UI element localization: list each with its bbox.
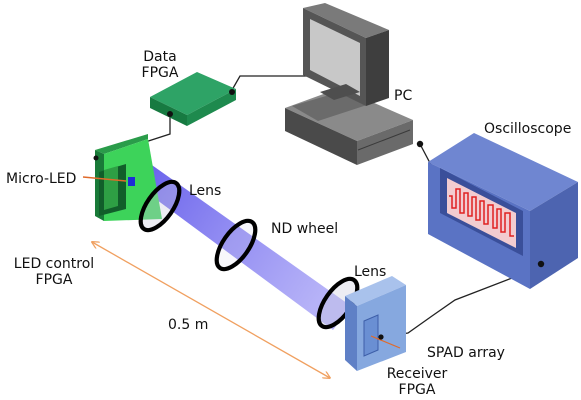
oscilloscope-signal-trace	[449, 188, 514, 237]
oscilloscope	[428, 133, 578, 289]
receiver-fpga-label-line-2: FPGA	[398, 382, 436, 398]
micro-led-label: Micro-LED	[6, 171, 77, 187]
lens-1-label: Lens	[189, 183, 222, 199]
data-fpga-label-line-2: FPGA	[141, 65, 179, 81]
data-fpga-board	[150, 72, 236, 126]
spad-array-chip	[363, 314, 379, 357]
receiver-fpga-label-line-1: Receiver	[386, 366, 448, 382]
led-control-fpga-label: LED control FPGA	[6, 256, 102, 288]
receiver-fpga-board	[345, 276, 406, 371]
pc-computer	[285, 3, 424, 165]
spad-array-label: SPAD array	[427, 345, 505, 361]
micro-led-chip	[128, 177, 135, 186]
data-fpga-label: Data FPGA	[128, 49, 192, 81]
data-fpga-label-line-1: Data	[143, 49, 177, 65]
led-control-fpga-label-line-2: FPGA	[35, 272, 73, 288]
distance-label: 0.5 m	[168, 317, 209, 333]
led-control-fpga-label-line-1: LED control	[13, 256, 95, 272]
oscilloscope-label: Oscilloscope	[484, 121, 572, 137]
pc-label: PC	[394, 88, 413, 104]
nd-wheel-label: ND wheel	[271, 221, 339, 237]
distance-arrow	[92, 242, 330, 378]
receiver-fpga-label: Receiver FPGA	[372, 366, 462, 398]
lens-1	[138, 179, 182, 233]
lens-2-label: Lens	[354, 264, 387, 280]
